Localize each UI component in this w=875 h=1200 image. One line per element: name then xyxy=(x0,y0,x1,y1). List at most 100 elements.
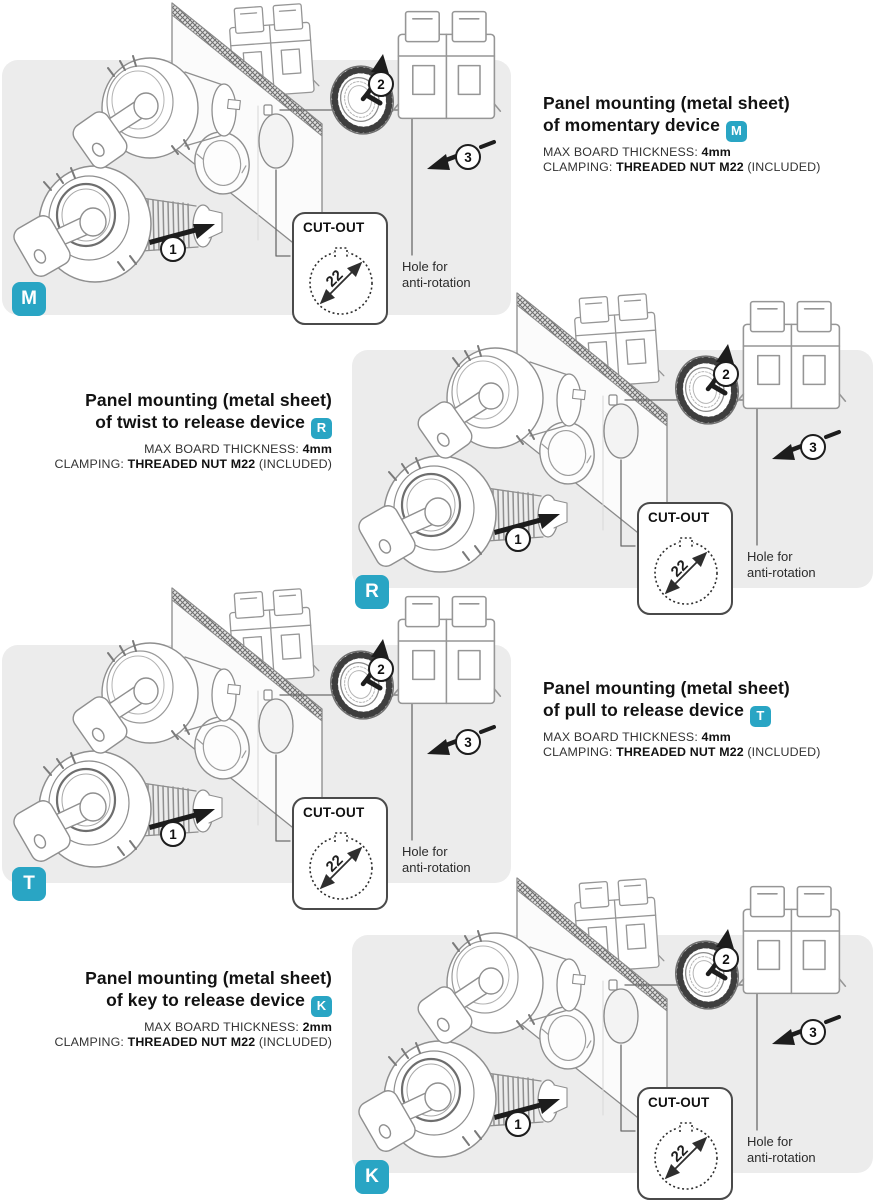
cutout-title: CUT-OUT xyxy=(648,510,710,525)
cutout-title: CUT-OUT xyxy=(648,1095,710,1110)
step-1-marker: 1 xyxy=(160,236,186,262)
hole-label-line2: anti-rotation xyxy=(747,565,816,580)
section-specs: MAX BOARD THICKNESS: 4mm CLAMPING: THREA… xyxy=(543,730,821,760)
section-title: Panel mounting (metal sheet) of twist to… xyxy=(55,389,332,439)
title-line2: of momentary device xyxy=(543,115,720,135)
spec-clamping-suffix: (INCLUDED) xyxy=(258,1034,332,1049)
spec-clamping: CLAMPING: THREADED NUT M22 (INCLUDED) xyxy=(55,457,333,472)
section-badge-m: M xyxy=(12,282,46,316)
cutout-title: CUT-OUT xyxy=(303,220,365,235)
section-text-twist: Panel mounting (metal sheet) of twist to… xyxy=(55,389,333,472)
hole-label-line1: Hole for xyxy=(747,1134,793,1149)
spec-thickness-value: 4mm xyxy=(701,144,731,159)
title-line2: of key to release device xyxy=(106,990,305,1010)
spec-clamping-value: THREADED NUT M22 xyxy=(127,1034,256,1049)
hole-label-line1: Hole for xyxy=(402,259,448,274)
section-title: Panel mounting (metal sheet) of key to r… xyxy=(55,967,332,1017)
section-badge-r: R xyxy=(355,575,389,609)
cutout-diagram: 22 xyxy=(301,235,381,323)
title-line1: Panel mounting (metal sheet) xyxy=(85,390,332,410)
section-text-key: Panel mounting (metal sheet) of key to r… xyxy=(55,967,333,1050)
spec-clamping: CLAMPING: THREADED NUT M22 (INCLUDED) xyxy=(543,160,821,175)
section-specs: MAX BOARD THICKNESS: 4mm CLAMPING: THREA… xyxy=(55,442,333,472)
spec-thickness-label: MAX BOARD THICKNESS: xyxy=(144,441,300,456)
title-line2: of pull to release device xyxy=(543,700,744,720)
title-line1: Panel mounting (metal sheet) xyxy=(543,93,790,113)
anti-rotation-hole-label: Hole for anti-rotation xyxy=(747,549,867,581)
hole-label-line1: Hole for xyxy=(402,844,448,859)
anti-rotation-hole-label: Hole for anti-rotation xyxy=(402,844,522,876)
mounting-illustration-momentary: 1 2 3 CUT-OUT 22 Hole for anti-rotation xyxy=(0,0,530,342)
spec-clamping-label: CLAMPING: xyxy=(54,1034,125,1049)
cutout-diagram: 22 xyxy=(646,525,726,613)
spec-thickness: MAX BOARD THICKNESS: 4mm xyxy=(543,730,821,745)
anti-rotation-hole-label: Hole for anti-rotation xyxy=(747,1134,867,1166)
step-3-marker: 3 xyxy=(800,434,826,460)
section-text-pull: Panel mounting (metal sheet) of pull to … xyxy=(543,677,821,760)
section-specs: MAX BOARD THICKNESS: 4mm CLAMPING: THREA… xyxy=(543,145,821,175)
step-1-marker: 1 xyxy=(505,1111,531,1137)
anti-rotation-hole-label: Hole for anti-rotation xyxy=(402,259,522,291)
mounting-illustration-key: 1 2 3 CUT-OUT 22 Hole for anti-rotation xyxy=(345,875,875,1200)
spec-clamping: CLAMPING: THREADED NUT M22 (INCLUDED) xyxy=(543,745,821,760)
cutout-diagram: 22 xyxy=(301,820,381,908)
spec-thickness-value: 2mm xyxy=(302,1019,332,1034)
step-3-marker: 3 xyxy=(455,144,481,170)
cutout-title: CUT-OUT xyxy=(303,805,365,820)
title-line1: Panel mounting (metal sheet) xyxy=(85,968,332,988)
cutout-detail-box: CUT-OUT 22 xyxy=(637,1087,733,1200)
spec-thickness-value: 4mm xyxy=(302,441,332,456)
mounting-illustration-pull: 1 2 3 CUT-OUT 22 Hole for anti-rotation xyxy=(0,585,530,927)
mounting-illustration-twist: 1 2 3 CUT-OUT 22 Hole for anti-rotation xyxy=(345,290,875,632)
cutout-diameter-value: 22 xyxy=(323,267,347,291)
section-specs: MAX BOARD THICKNESS: 2mm CLAMPING: THREA… xyxy=(55,1020,333,1050)
spec-clamping-value: THREADED NUT M22 xyxy=(616,159,744,174)
section-title: Panel mounting (metal sheet) of pull to … xyxy=(543,677,821,727)
step-3-marker: 3 xyxy=(455,729,481,755)
spec-clamping-value: THREADED NUT M22 xyxy=(127,456,256,471)
spec-thickness-label: MAX BOARD THICKNESS: xyxy=(543,729,698,744)
step-2-marker: 2 xyxy=(713,946,739,972)
title-line1: Panel mounting (metal sheet) xyxy=(543,678,790,698)
spec-thickness: MAX BOARD THICKNESS: 2mm xyxy=(55,1020,333,1035)
section-title: Panel mounting (metal sheet) of momentar… xyxy=(543,92,821,142)
inline-badge-m: M xyxy=(725,120,747,142)
spec-thickness-label: MAX BOARD THICKNESS: xyxy=(144,1019,300,1034)
step-2-marker: 2 xyxy=(368,656,394,682)
step-2-marker: 2 xyxy=(713,361,739,387)
section-text-momentary: Panel mounting (metal sheet) of momentar… xyxy=(543,92,821,175)
cutout-diagram: 22 xyxy=(646,1110,726,1198)
title-line2: of twist to release device xyxy=(95,412,305,432)
inline-badge-t: T xyxy=(749,705,771,727)
spec-clamping-suffix: (INCLUDED) xyxy=(747,159,821,174)
cutout-detail-box: CUT-OUT 22 xyxy=(637,502,733,615)
spec-clamping-label: CLAMPING: xyxy=(54,456,125,471)
cutout-detail-box: CUT-OUT 22 xyxy=(292,797,388,910)
inline-badge-r: R xyxy=(311,417,332,439)
spec-clamping-suffix: (INCLUDED) xyxy=(258,456,332,471)
spec-clamping-label: CLAMPING: xyxy=(543,159,613,174)
cutout-diameter-value: 22 xyxy=(668,557,692,581)
cutout-diameter-value: 22 xyxy=(668,1142,692,1166)
spec-thickness: MAX BOARD THICKNESS: 4mm xyxy=(55,442,333,457)
spec-clamping-value: THREADED NUT M22 xyxy=(616,744,744,759)
hole-label-line2: anti-rotation xyxy=(747,1150,816,1165)
hole-label-line2: anti-rotation xyxy=(402,860,471,875)
spec-thickness-label: MAX BOARD THICKNESS: xyxy=(543,144,698,159)
spec-clamping: CLAMPING: THREADED NUT M22 (INCLUDED) xyxy=(55,1035,333,1050)
cutout-detail-box: CUT-OUT 22 xyxy=(292,212,388,325)
section-badge-t: T xyxy=(12,867,46,901)
spec-clamping-label: CLAMPING: xyxy=(543,744,613,759)
hole-label-line1: Hole for xyxy=(747,549,793,564)
step-2-marker: 2 xyxy=(368,71,394,97)
spec-thickness-value: 4mm xyxy=(701,729,731,744)
section-badge-k: K xyxy=(355,1160,389,1194)
step-3-marker: 3 xyxy=(800,1019,826,1045)
step-1-marker: 1 xyxy=(160,821,186,847)
spec-thickness: MAX BOARD THICKNESS: 4mm xyxy=(543,145,821,160)
hole-label-line2: anti-rotation xyxy=(402,275,471,290)
spec-clamping-suffix: (INCLUDED) xyxy=(747,744,821,759)
inline-badge-k: K xyxy=(311,995,332,1017)
cutout-diameter-value: 22 xyxy=(323,852,347,876)
